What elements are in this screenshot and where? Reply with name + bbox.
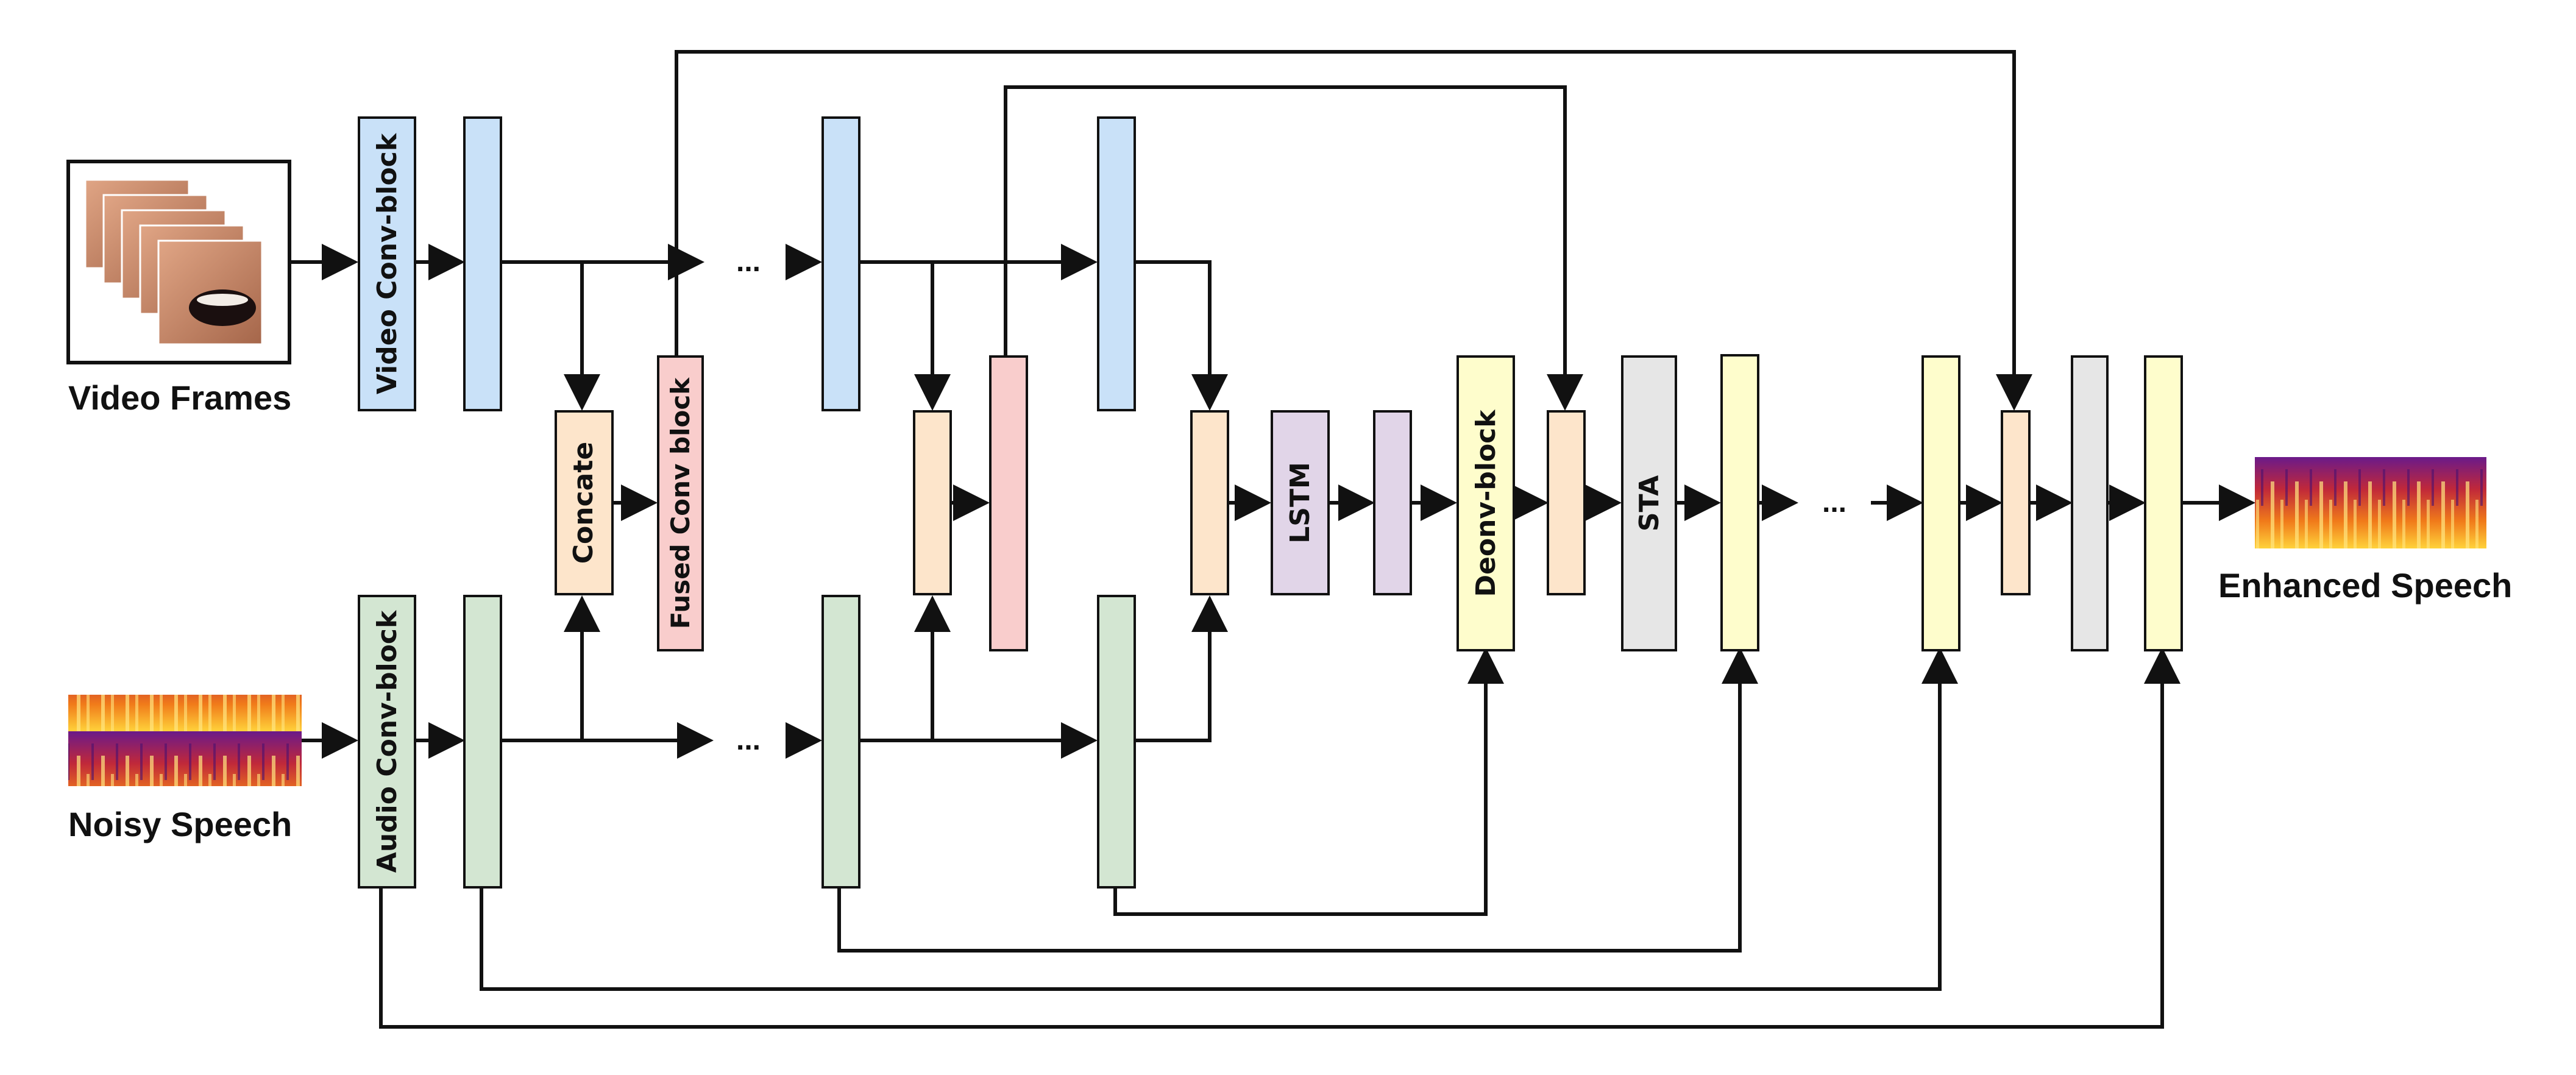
audio-feature-3	[1097, 595, 1136, 889]
lstm-output	[1373, 410, 1412, 595]
fused-conv-2	[989, 355, 1028, 651]
video-conv-label: Video Conv-block	[372, 132, 403, 394]
fused-conv-block	[657, 355, 704, 651]
edge-a3-skip-deconv	[1113, 647, 1504, 916]
lstm-label: LSTM	[1285, 462, 1316, 544]
audio-conv-label: Audio Conv-block	[372, 609, 403, 873]
concat-3	[1190, 410, 1229, 595]
sta-block-2	[2071, 355, 2109, 651]
concate-block	[555, 410, 614, 595]
concat-5	[2001, 410, 2031, 595]
audio-conv-block	[358, 595, 416, 889]
decoder-feature-2	[1921, 355, 1960, 651]
fused-conv-label: Fused Conv block	[665, 377, 695, 629]
connections	[289, 50, 2255, 1029]
deconv-block	[1457, 355, 1515, 651]
noisy-speech-caption: Noisy Speech	[68, 805, 292, 843]
video-frames-image	[66, 160, 291, 364]
video-feature-3	[1097, 116, 1136, 411]
decoder-feature-3	[2144, 355, 2183, 651]
concate-label: Concate	[568, 442, 599, 564]
blocks: Video Conv-block Audio Conv-block Concat…	[358, 116, 2183, 889]
face-frame-stack	[84, 179, 263, 346]
audio-feature-2	[821, 595, 860, 889]
decoder-feature-1	[1720, 354, 1759, 651]
video-feature-1	[463, 116, 502, 411]
concat-4	[1547, 410, 1586, 595]
sta-block	[1621, 355, 1677, 651]
edge-fused2-skip	[1004, 85, 1583, 411]
video-frames-caption: Video Frames	[68, 378, 291, 417]
ellipsis-audio: ...	[736, 724, 761, 756]
video-conv-block	[358, 116, 416, 411]
ellipsis-video: ...	[736, 246, 761, 278]
enhanced-speech-caption: Enhanced Speech	[2218, 566, 2512, 605]
edge-a2-skip-y1	[837, 647, 1758, 953]
edge-fused1-skip	[675, 50, 2032, 411]
lstm-block	[1271, 410, 1330, 595]
edge-a1-skip-y2	[480, 647, 1958, 991]
concat-2	[913, 410, 952, 595]
edge-a3-to-concat3	[1135, 595, 1228, 742]
deconv-label: Deonv-block	[1471, 409, 1502, 597]
video-feature-2	[821, 116, 860, 411]
audio-feature-1	[463, 595, 502, 889]
sta-label: STA	[1634, 475, 1665, 531]
ellipsis-decoder: ...	[1822, 486, 1847, 519]
edge-audioconv-skip-y3	[379, 647, 2180, 1029]
noisy-speech-spectrogram	[68, 695, 302, 786]
edge-v3-to-concat3	[1135, 260, 1228, 411]
enhanced-speech-spectrogram	[2255, 457, 2486, 548]
ellipsis-markers: ... ... ...	[736, 246, 1847, 756]
